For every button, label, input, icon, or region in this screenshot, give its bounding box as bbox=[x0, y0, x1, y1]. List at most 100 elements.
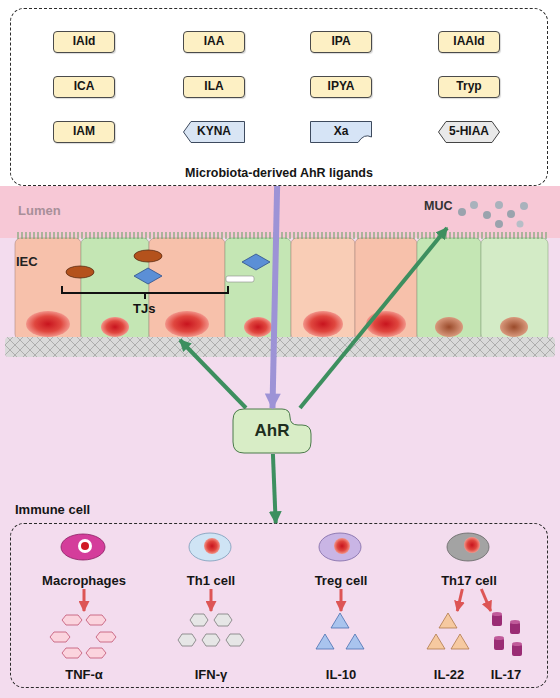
cytokine: TNF-α bbox=[44, 611, 124, 683]
cytokine-name: IL-17 bbox=[471, 668, 541, 683]
immune-group-box: Immune cellMacrophagesTh1 cellTreg cellT… bbox=[10, 523, 548, 688]
epithelial-cell bbox=[291, 238, 355, 340]
junction-protein bbox=[134, 268, 162, 284]
cytokine: IL-17 bbox=[481, 611, 531, 683]
junction-protein bbox=[242, 254, 270, 270]
region-label: Lumen bbox=[18, 203, 61, 218]
ligand-box: Tryp bbox=[438, 76, 500, 98]
ligand-box: Xa bbox=[310, 121, 372, 143]
ligand-box: IAM bbox=[53, 121, 115, 143]
secretion-arrow bbox=[340, 589, 343, 611]
regulation-arrow bbox=[273, 454, 276, 523]
cytokine-name: IL-22 bbox=[414, 668, 484, 683]
nucleus bbox=[435, 317, 463, 337]
il22-molecule bbox=[439, 613, 457, 628]
ligand-box: 5-HIAA bbox=[438, 121, 500, 143]
nucleus bbox=[26, 311, 70, 337]
epithelial-cell bbox=[355, 238, 417, 340]
il17-molecule bbox=[492, 612, 502, 616]
cell-core bbox=[78, 539, 92, 553]
mucin bbox=[458, 201, 528, 228]
node-outline-path bbox=[311, 122, 372, 143]
il22-molecule bbox=[427, 634, 445, 649]
ligand-box: ILA bbox=[183, 76, 245, 98]
ligand-name: KYNA bbox=[197, 125, 231, 139]
secretion-arrow bbox=[210, 589, 213, 611]
immune-cell: Treg cell bbox=[291, 531, 391, 589]
cytokine: IL-22 bbox=[424, 611, 474, 683]
nucleus bbox=[165, 311, 209, 337]
il10-molecule bbox=[331, 613, 349, 628]
mucin-particle bbox=[507, 210, 515, 218]
nucleus bbox=[244, 317, 272, 337]
ligand-name: IPA bbox=[331, 35, 350, 49]
bracket bbox=[62, 286, 228, 299]
ligand-box: KYNA bbox=[183, 121, 245, 143]
ligand-name: ILA bbox=[204, 80, 223, 94]
tnf-molecule bbox=[50, 632, 70, 642]
ligand-name: ICA bbox=[74, 80, 95, 94]
ligand-name: IAA bbox=[204, 35, 225, 49]
basement-membrane bbox=[5, 337, 555, 357]
epithelial-cell bbox=[225, 238, 291, 340]
node-title: Immune cell bbox=[15, 503, 90, 518]
nucleus bbox=[303, 311, 343, 337]
ligand-box: IPYA bbox=[310, 76, 372, 98]
receptor-node: AhR bbox=[232, 408, 312, 454]
cytokine: IFN-γ bbox=[171, 611, 251, 683]
tnf-molecule bbox=[62, 648, 82, 658]
junction-protein bbox=[226, 276, 254, 282]
epithelial-cell bbox=[481, 238, 548, 340]
ligand-name: Xa bbox=[334, 125, 349, 139]
il17-molecule bbox=[494, 636, 504, 640]
tnf-molecule bbox=[86, 615, 106, 625]
region-label: MUC bbox=[424, 199, 452, 213]
cytokine: IL-10 bbox=[311, 611, 371, 683]
cell-name: Macrophages bbox=[24, 574, 144, 589]
ligand-signal-arrow bbox=[272, 186, 277, 408]
th1-icon bbox=[189, 533, 231, 561]
treg-icon bbox=[319, 533, 361, 561]
nucleus bbox=[101, 317, 129, 337]
ligand-group-box: Microbiota-derived AhR ligandsIAldIAAIPA… bbox=[10, 8, 548, 186]
immune-cell-icons bbox=[61, 533, 489, 561]
structure-label: TJs bbox=[133, 301, 155, 316]
secretion-arrow bbox=[481, 589, 490, 611]
microvilli bbox=[15, 232, 548, 239]
ifn-molecule bbox=[226, 634, 244, 646]
tight-junctions bbox=[62, 250, 270, 299]
node-title: AhR bbox=[255, 421, 290, 441]
effect-arrow bbox=[300, 228, 447, 408]
epithelial-cell bbox=[15, 238, 81, 340]
mucin-particle bbox=[495, 201, 503, 209]
ligand-name: 5-HIAA bbox=[449, 125, 489, 139]
ifn-molecule bbox=[202, 634, 220, 646]
cell-name: Th1 cell bbox=[151, 574, 271, 589]
node-outline-path bbox=[233, 409, 311, 453]
node-outline-path bbox=[184, 122, 245, 143]
ligand-box: IAAld bbox=[438, 31, 500, 53]
macrophage-icon bbox=[61, 534, 105, 560]
secretion-arrow bbox=[83, 589, 86, 611]
tnf-molecule bbox=[86, 648, 106, 658]
il10-molecule bbox=[316, 634, 334, 649]
ifn-molecule bbox=[190, 614, 208, 626]
mucin-particle bbox=[495, 220, 503, 228]
ifn-molecule bbox=[214, 614, 232, 626]
node-outline-path bbox=[439, 122, 500, 143]
il17-molecule bbox=[510, 620, 520, 624]
ligand-box: IAA bbox=[183, 31, 245, 53]
tnf-molecule bbox=[62, 615, 82, 625]
immune-cell: Th17 cell bbox=[419, 531, 519, 589]
nucleus bbox=[366, 311, 406, 337]
mucin-particle bbox=[458, 208, 466, 216]
junction-protein bbox=[66, 266, 94, 278]
ligand-box: IAld bbox=[53, 31, 115, 53]
cytokine-name: IL-10 bbox=[301, 668, 381, 683]
ligand-name: Tryp bbox=[456, 80, 481, 94]
mucin-particle bbox=[483, 211, 491, 219]
mucin-particle bbox=[517, 221, 524, 228]
th17-icon bbox=[447, 533, 489, 561]
cell-core bbox=[204, 538, 220, 554]
